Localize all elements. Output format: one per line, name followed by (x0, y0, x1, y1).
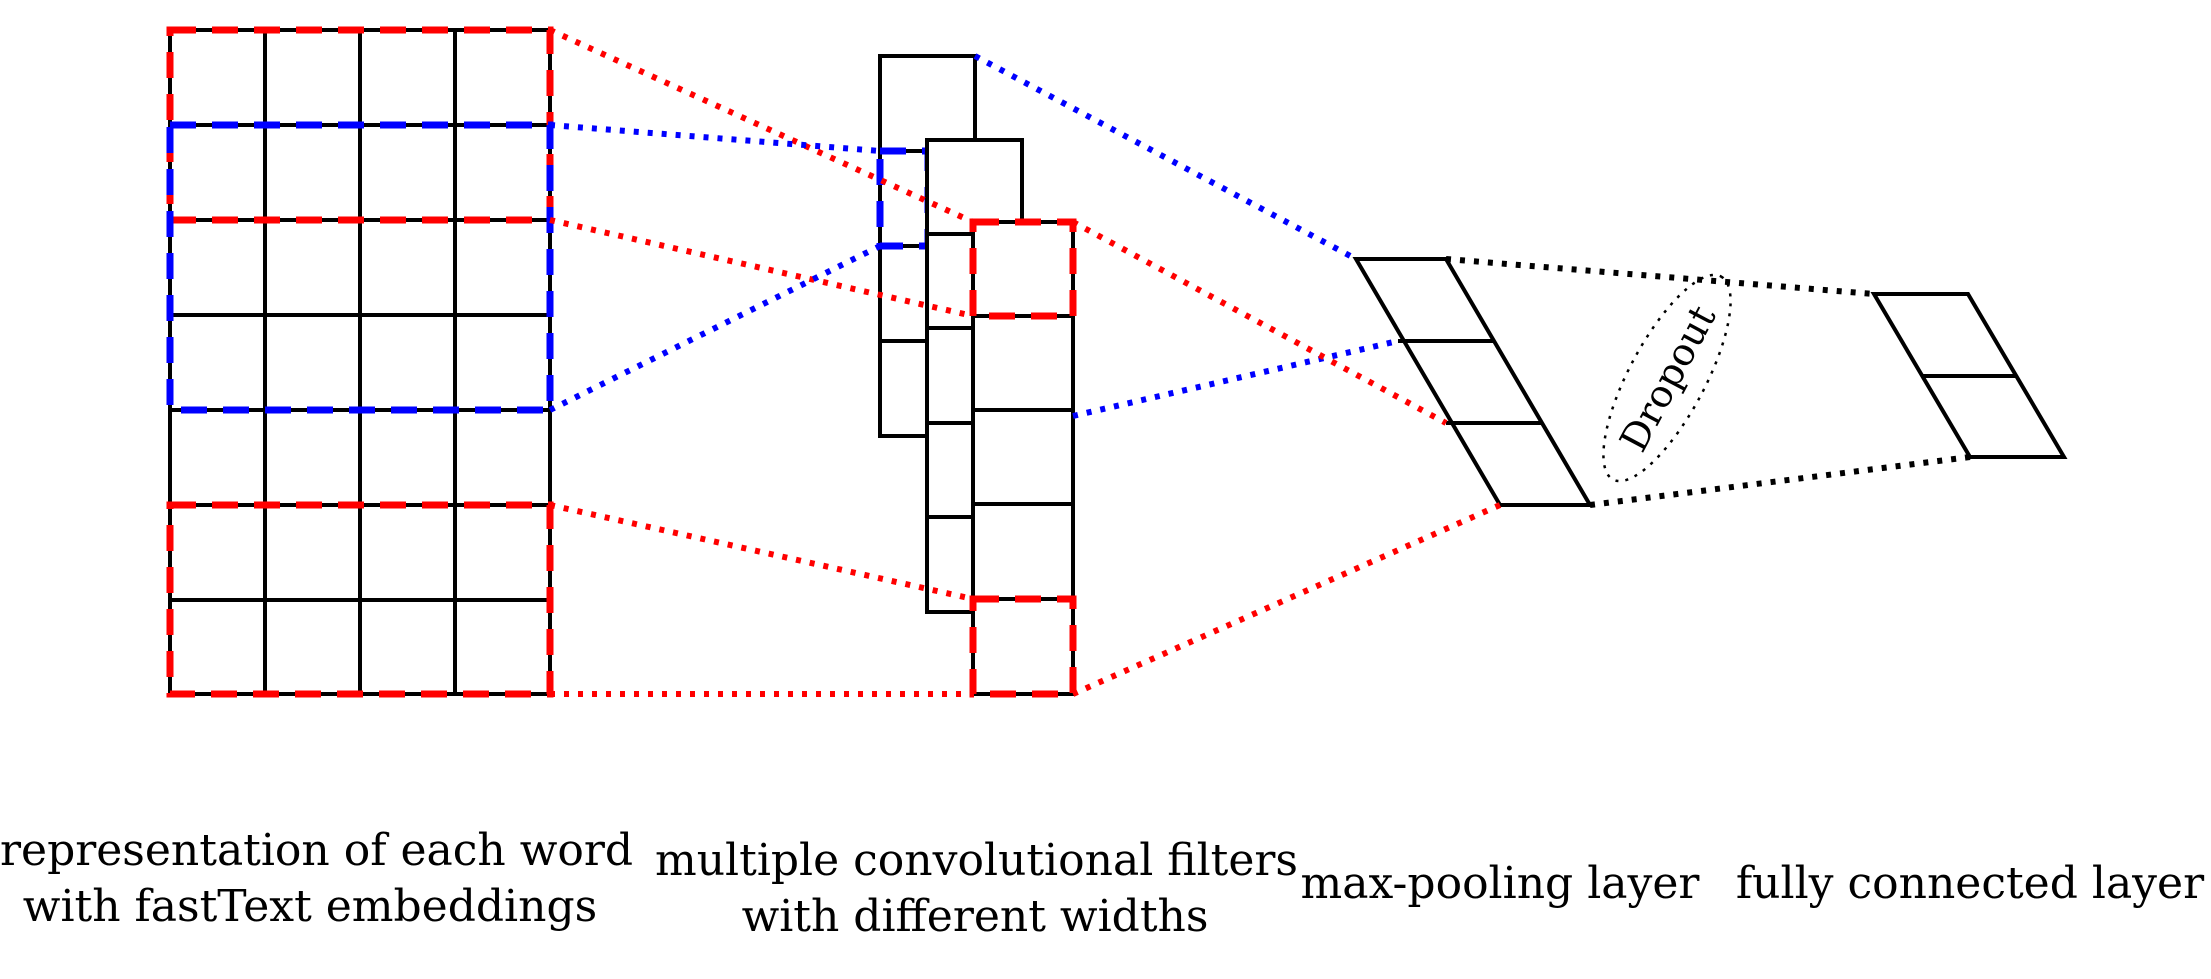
dropout-region: Dropout (1602, 273, 1732, 483)
max-pooling-layer (1352, 257, 1594, 507)
caption-filters-line2: with different widths (741, 891, 1209, 942)
blue-filter-window (166, 121, 554, 414)
red-filter-output-top (969, 218, 1077, 320)
embedding-to-filter-connectors (548, 27, 975, 697)
red-filter-window-bottom (166, 501, 554, 698)
red-filter-output-bottom (969, 595, 1077, 698)
caption-embeddings-line2: with fastText embeddings (22, 881, 598, 932)
filter-to-pooling-connectors (973, 53, 1502, 697)
caption-embeddings-line1: representation of each word (0, 825, 634, 876)
caption-fully-connected-line1: fully connected layer (1735, 858, 2205, 909)
caption-filters-line1: multiple convolutional filters (655, 835, 1299, 886)
dropout-ellipse (1602, 273, 1732, 483)
caption-pooling-line1: max-pooling layer (1300, 858, 1700, 909)
dropout-label: Dropout (1611, 298, 1724, 459)
embedding-matrix (168, 28, 552, 696)
caption-filters: multiple convolutional filters with diff… (655, 833, 1299, 945)
caption-embeddings: representation of each word with fastTex… (0, 823, 634, 935)
fully-connected-layer (1870, 292, 2068, 459)
feature-map-c (971, 220, 1075, 696)
pooling-to-fc-connectors (1445, 256, 1971, 508)
caption-fully-connected: fully connected layer (1735, 856, 2205, 912)
caption-pooling: max-pooling layer (1290, 856, 1710, 912)
